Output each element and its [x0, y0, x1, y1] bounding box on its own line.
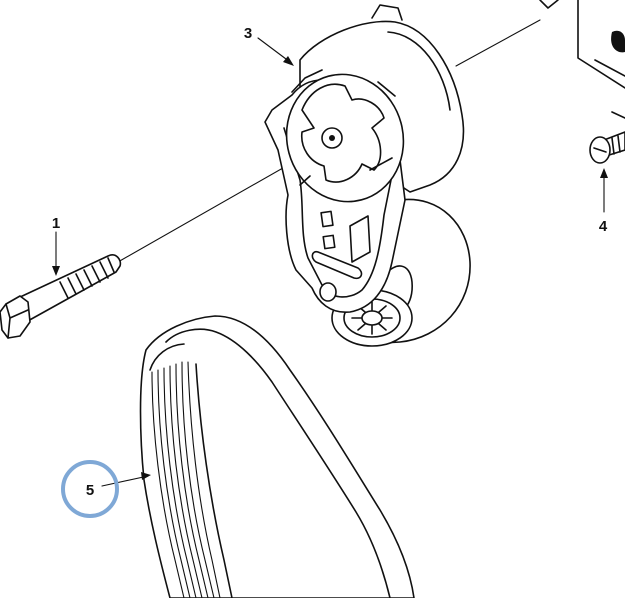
- engine-block-fragment: [539, 0, 625, 119]
- screw: [589, 131, 625, 164]
- serpentine-belt: [139, 315, 415, 598]
- callout-1-label: 1: [52, 215, 60, 232]
- callout-leaders: [52, 37, 608, 487]
- bolt: [0, 254, 122, 339]
- callout-3-label: 3: [244, 25, 252, 42]
- callout-5-label: 5: [86, 482, 94, 499]
- callout-5-highlight-ring: [61, 460, 119, 518]
- tensioner-assembly: [264, 4, 465, 313]
- callout-4-label: 4: [599, 218, 608, 235]
